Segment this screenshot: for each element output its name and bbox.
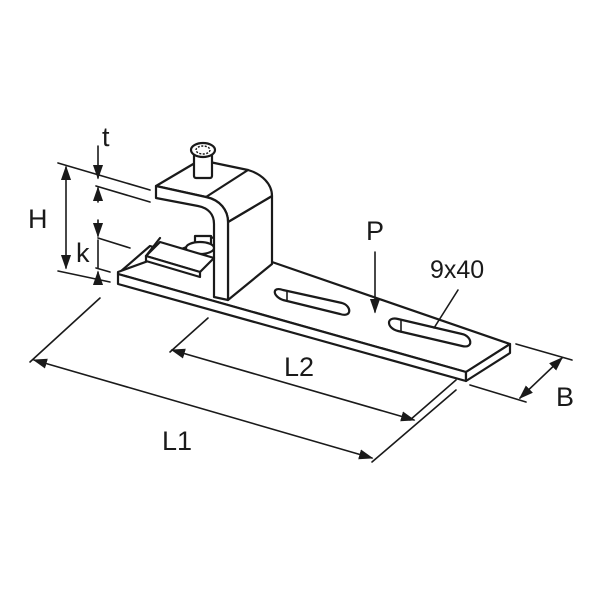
label-P: P — [366, 216, 385, 246]
label-H: H — [28, 204, 48, 234]
label-k: k — [76, 238, 90, 268]
slot-1 — [273, 288, 351, 316]
label-slot-size: 9x40 — [430, 256, 485, 284]
dimension-L2 — [169, 317, 457, 422]
label-L2: L2 — [284, 352, 315, 382]
pressure-plate — [144, 236, 216, 279]
dimension-B — [469, 343, 573, 403]
label-L1: L1 — [162, 426, 193, 456]
label-t: t — [102, 122, 110, 152]
slot-2 — [387, 317, 472, 348]
slot-leader — [433, 289, 459, 329]
dimension-k — [92, 219, 131, 285]
clamp-body — [154, 158, 274, 302]
label-B: B — [556, 382, 575, 412]
dimension-t — [92, 145, 151, 203]
